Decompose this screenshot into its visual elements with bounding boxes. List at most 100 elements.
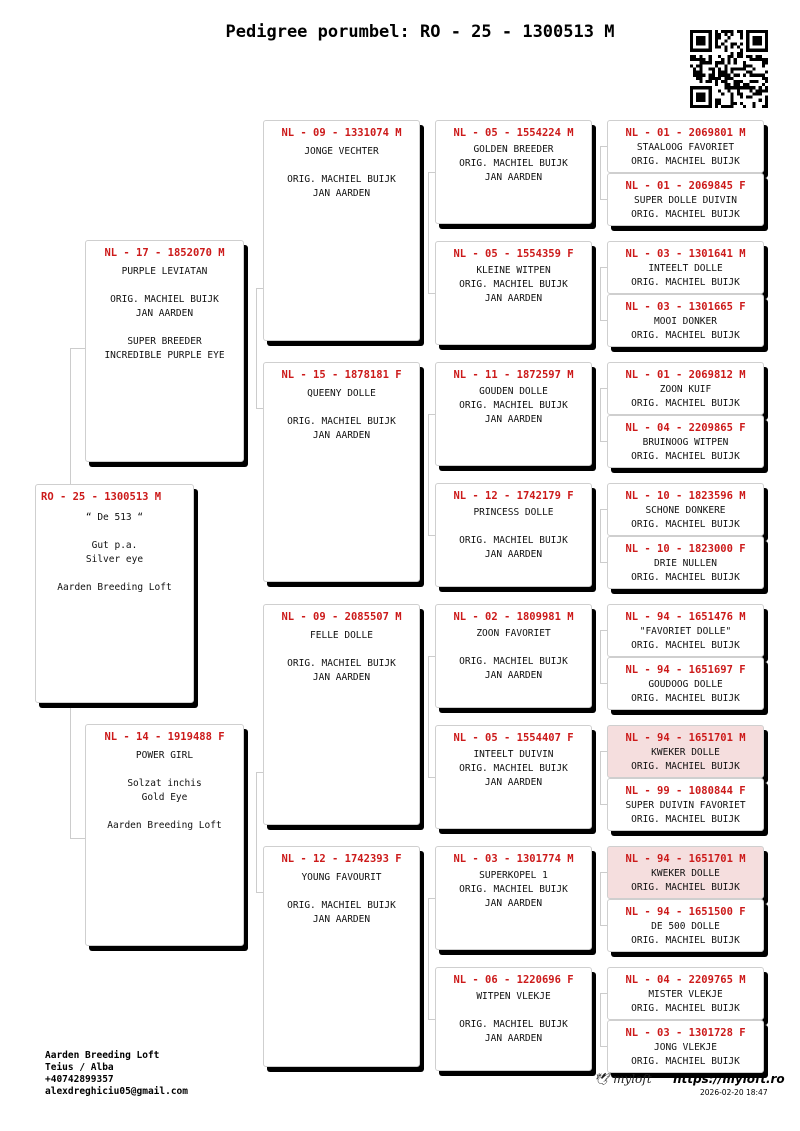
pigeon-info-line: DE 500 DOLLE bbox=[651, 921, 720, 932]
connector-line bbox=[428, 535, 435, 536]
ring-number: NL - 14 - 1919488 F bbox=[104, 731, 225, 743]
pigeon-info-line: ORIG. MACHIEL BUIJK bbox=[459, 279, 568, 290]
connector-line bbox=[256, 288, 263, 289]
pigeon-info-line: ORIG. MACHIEL BUIJK bbox=[631, 156, 740, 167]
pigeon-info-line: SUPERKOPEL 1 bbox=[479, 870, 548, 881]
connector-line bbox=[428, 414, 435, 415]
ring-number: NL - 10 - 1823596 M bbox=[625, 490, 746, 502]
subject-pigeon-card[interactable]: RO - 25 - 1300513 M“ De 513 “Gut p.a.Sil… bbox=[35, 484, 194, 703]
spacer bbox=[86, 321, 243, 335]
connector-line bbox=[428, 293, 435, 294]
ring-number: NL - 03 - 1301728 F bbox=[625, 1027, 746, 1039]
ring-number: NL - 04 - 2209765 M bbox=[625, 974, 746, 986]
pigeon-info-line: INTEELT DUIVIN bbox=[473, 749, 554, 760]
pigeon-info-line: ORIG. MACHIEL BUIJK bbox=[459, 535, 568, 546]
pigeon-info-line: JONG VLEKJE bbox=[654, 1042, 717, 1053]
owner-phone: +40742899357 bbox=[45, 1074, 114, 1085]
pigeon-info-line: JAN AARDEN bbox=[312, 914, 371, 925]
connector-line bbox=[600, 509, 607, 510]
pigeon-info-line: ORIG. MACHIEL BUIJK bbox=[631, 693, 740, 704]
pigeon-info-line: ORIG. MACHIEL BUIJK bbox=[459, 884, 568, 895]
pigeon-info-line: JAN AARDEN bbox=[484, 293, 543, 304]
connector-line bbox=[600, 804, 607, 805]
pigeon-info-line: JAN AARDEN bbox=[484, 898, 543, 909]
ring-number: NL - 94 - 1651701 M bbox=[625, 853, 746, 865]
ring-number: NL - 09 - 1331074 M bbox=[281, 127, 402, 139]
website-link[interactable]: https://myloft.ro bbox=[673, 1072, 785, 1086]
ring-number: NL - 02 - 1809981 M bbox=[453, 611, 574, 623]
pigeon-info-line: ORIG. MACHIEL BUIJK bbox=[287, 658, 396, 669]
ring-number: NL - 06 - 1220696 F bbox=[453, 974, 574, 986]
pigeon-info-line: ZOON FAVORIET bbox=[476, 628, 551, 639]
connector-line bbox=[70, 838, 85, 839]
pigeon-info-line: ZOON KUIF bbox=[659, 384, 712, 395]
pigeon-info-line: Solzat inchis bbox=[127, 778, 202, 789]
spacer bbox=[36, 525, 193, 539]
great-grandparent-card[interactable]: NL - 05 - 1554407 F INTEELT DUIVIN ORIG. M… bbox=[435, 725, 592, 829]
pigeon-info-line: JONGE VECHTER bbox=[304, 146, 379, 157]
ring-number: NL - 94 - 1651697 F bbox=[625, 664, 746, 676]
ring-number: NL - 15 - 1878181 F bbox=[281, 369, 402, 381]
spacer bbox=[264, 159, 419, 173]
gen4-ancestor-card[interactable]: NL - 94 - 1651476 M"FAVORIET DOLLE"ORIG.… bbox=[607, 604, 764, 657]
pigeon-info-line: ORIG. MACHIEL BUIJK bbox=[459, 158, 568, 169]
connector-line bbox=[428, 172, 429, 293]
connector-line bbox=[256, 772, 257, 892]
page-title: Pedigree porumbel: RO - 25 - 1300513 M bbox=[225, 22, 615, 42]
ring-number: NL - 05 - 1554407 F bbox=[453, 732, 574, 744]
pigeon-info-line: QUEENY DOLLE bbox=[307, 388, 376, 399]
bird-icon: 🕊 bbox=[594, 1072, 610, 1086]
pigeon-info-line: SUPER BREEDER bbox=[127, 336, 202, 347]
connector-line bbox=[428, 172, 435, 173]
connector-line bbox=[600, 751, 601, 804]
pigeon-info-line: SCHONE DONKERE bbox=[645, 505, 726, 516]
pigeon-info-line: JAN AARDEN bbox=[484, 1033, 543, 1044]
pigeon-info-line: ORIG. MACHIEL BUIJK bbox=[631, 277, 740, 288]
pigeon-info-line: ORIG. MACHIEL BUIJK bbox=[631, 935, 740, 946]
connector-line bbox=[70, 348, 85, 349]
pigeon-info-line: ORIG. MACHIEL BUIJK bbox=[459, 763, 568, 774]
ring-number: NL - 12 - 1742393 F bbox=[281, 853, 402, 865]
ring-number: NL - 03 - 1301641 M bbox=[625, 248, 746, 260]
qr-code bbox=[690, 30, 768, 108]
myloft-logo: 🕊 myloft bbox=[594, 1072, 652, 1086]
pigeon-info-line: ORIG. MACHIEL BUIJK bbox=[110, 294, 219, 305]
spacer bbox=[436, 1004, 591, 1018]
ring-number: NL - 01 - 2069845 F bbox=[625, 180, 746, 192]
pigeon-info-line: Aarden Breeding Loft bbox=[107, 820, 222, 831]
pigeon-info-line: YOUNG FAVOURIT bbox=[301, 872, 382, 883]
owner-email[interactable]: alexdreghiciu05@gmail.com bbox=[45, 1086, 188, 1097]
ring-number: NL - 12 - 1742179 F bbox=[453, 490, 574, 502]
pigeon-info-line: GOLDEN BREEDER bbox=[473, 144, 554, 155]
connector-line bbox=[600, 751, 607, 752]
pigeon-info-line: ORIG. MACHIEL BUIJK bbox=[631, 882, 740, 893]
